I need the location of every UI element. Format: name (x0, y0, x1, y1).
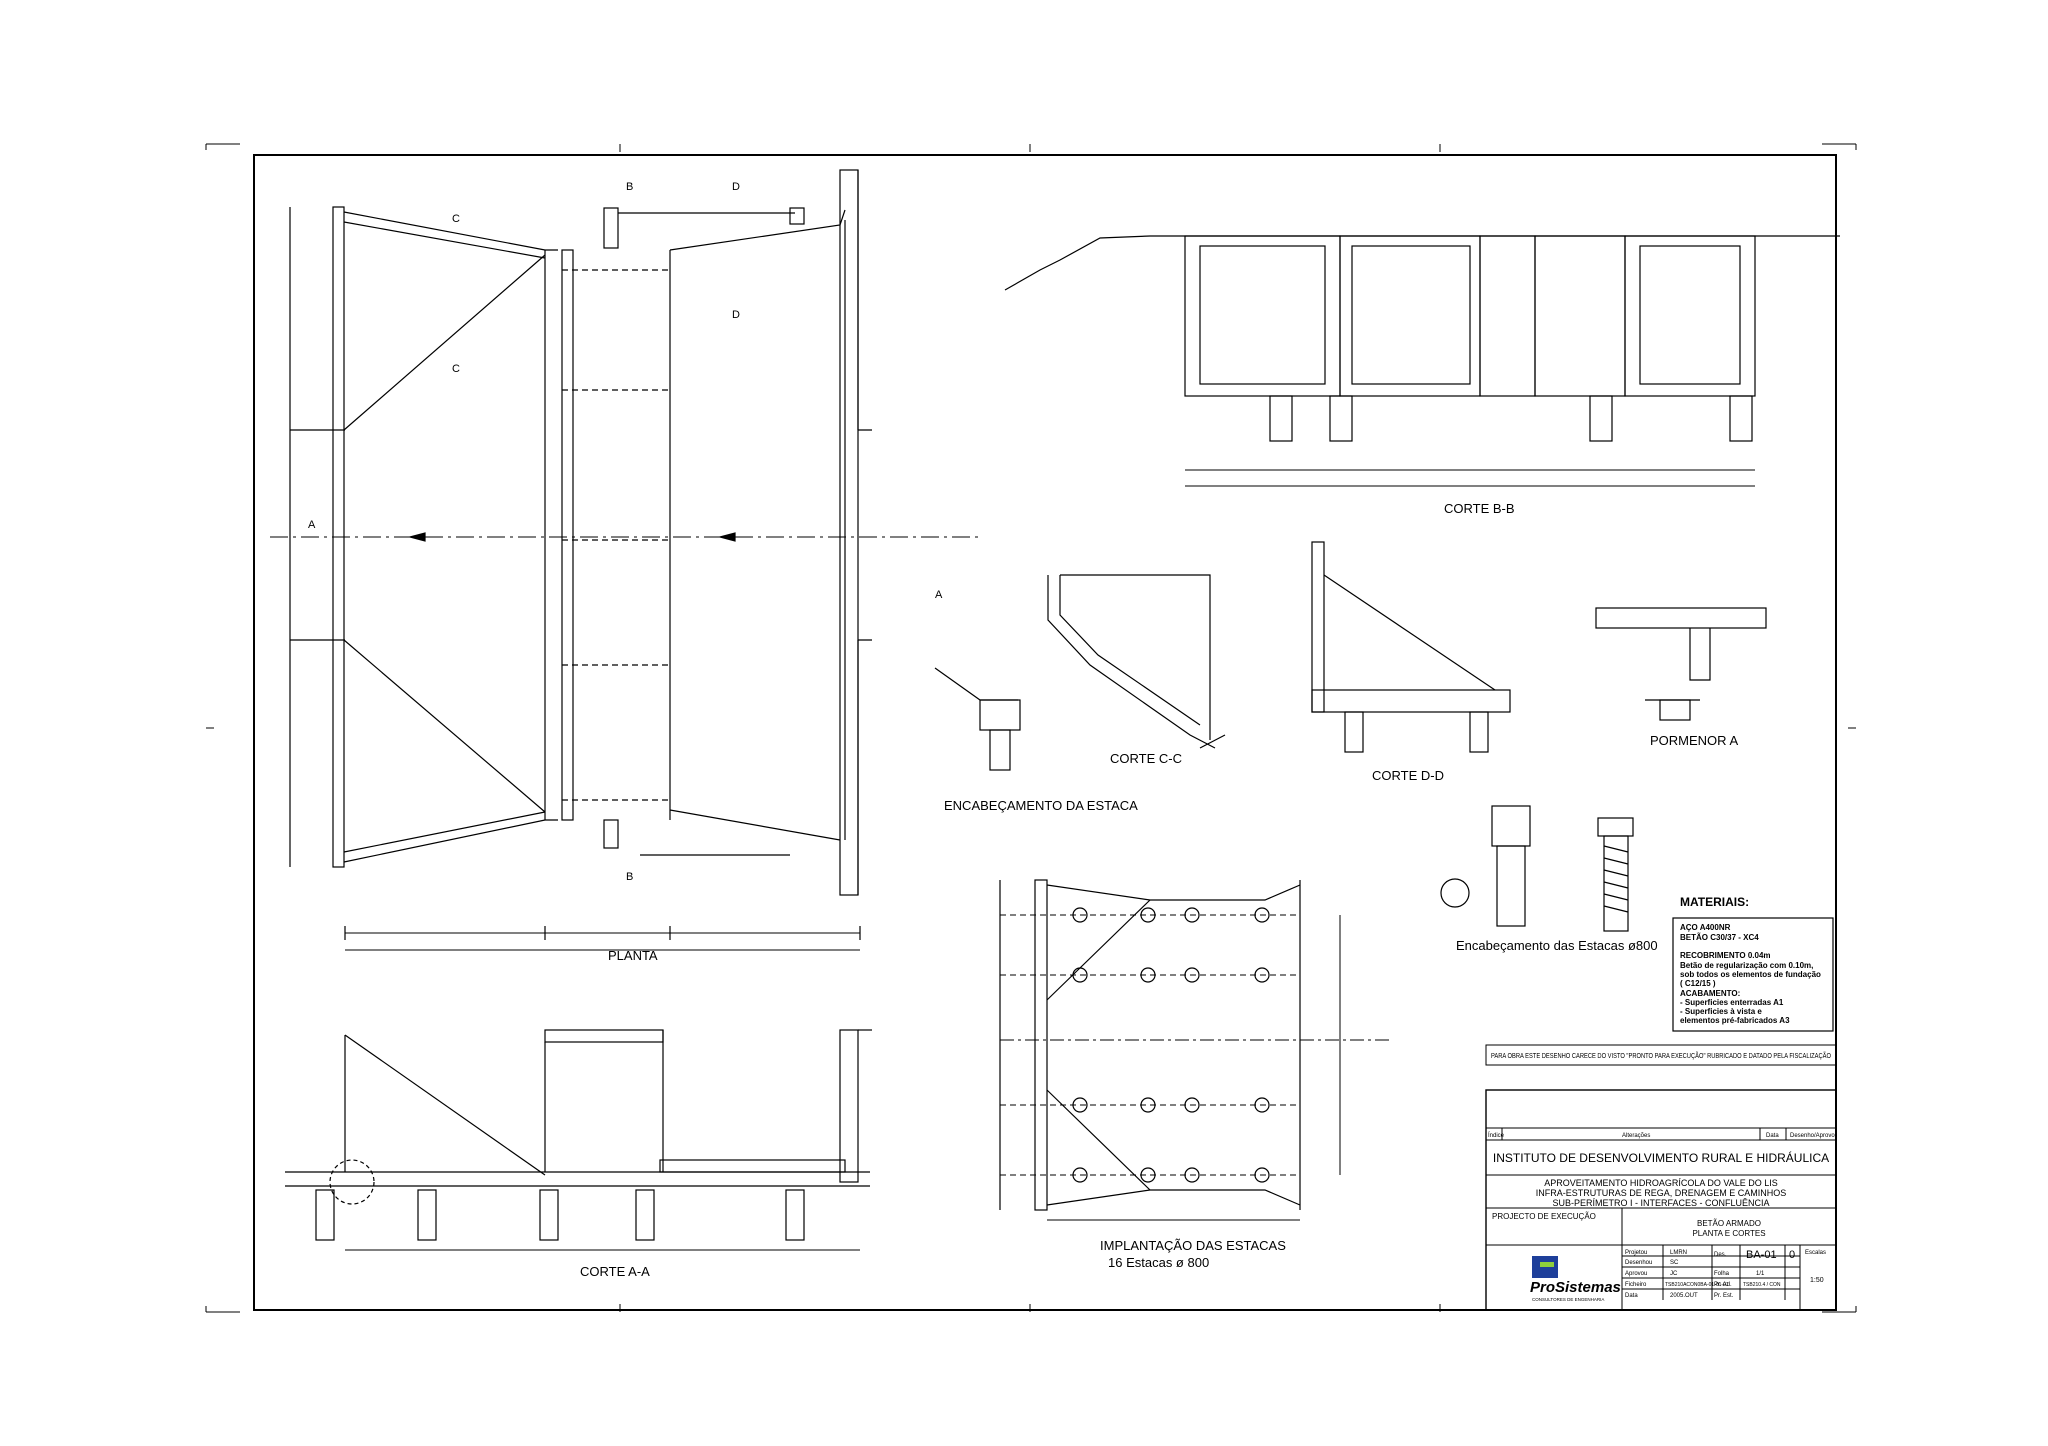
materials-line: AÇO A400NR (1680, 923, 1731, 932)
materials-line: BETÃO C30/37 - XC4 (1680, 933, 1759, 942)
pile-circles (1072, 907, 1270, 1183)
field-value: LMRN (1670, 1250, 1687, 1256)
pile-circle (1254, 1097, 1270, 1113)
encabecamento-estacas-detail (1440, 805, 1634, 932)
pile-circle (1140, 1097, 1156, 1113)
pile-circle (1184, 1167, 1200, 1183)
caption-corte-aa: CORTE A-A (580, 1264, 650, 1279)
field-key: Ficheiro (1625, 1282, 1647, 1288)
side-field-value: TSB210.4 / CON (1743, 1282, 1781, 1288)
side-field-value: 1/1 (1756, 1271, 1765, 1277)
marker-a-left: A (308, 519, 316, 531)
rev-header-data: Data (1766, 1133, 1779, 1139)
side-field-key: Pr. Est. (1714, 1293, 1734, 1299)
prosistemas-logo: ProSistemas (1530, 1279, 1621, 1296)
caption-pormenor-a: PORMENOR A (1650, 733, 1738, 748)
scale-label: Escalas (1805, 1250, 1826, 1256)
caption-encabecamento-estacas: Encabeçamento das Estacas ø800 (1456, 938, 1658, 953)
institute-name: INSTITUTO DE DESENVOLVIMENTO RURAL E HID… (1493, 1150, 1829, 1165)
encabecamento-estaca-detail (934, 667, 1021, 771)
materials-line: sob todos os elementos de fundação (1680, 970, 1821, 979)
caption-implantacao-sub: 16 Estacas ø 800 (1108, 1255, 1209, 1270)
drawing-title-1: BETÃO ARMADO (1697, 1219, 1761, 1228)
materials-line: - Superficies enterradas A1 (1680, 998, 1784, 1007)
marker-d-top: D (732, 181, 740, 193)
title-block (1485, 1089, 1837, 1311)
field-value: JC (1670, 1271, 1678, 1277)
field-key: Data (1625, 1293, 1638, 1299)
corte-bb-section (1004, 235, 1840, 487)
materials-block: MATERIAIS: AÇO A400NR BETÃO C30/37 - XC4… (1672, 895, 1834, 1032)
field-value: TSB210ACON0BA-01-01-01 (1665, 1282, 1729, 1288)
rev-header-indice: Índice (1488, 1132, 1505, 1139)
caption-encabecamento-estaca: ENCABEÇAMENTO DA ESTACA (944, 798, 1138, 813)
section-markers: B B C C D D A A (308, 181, 943, 883)
side-field-key: Pr. Ad. (1714, 1282, 1732, 1288)
pile-circle (1140, 1167, 1156, 1183)
drawing-title-2: PLANTA E CORTES (1692, 1229, 1765, 1238)
field-value: SC (1670, 1260, 1679, 1266)
materials-line: ( C12/15 ) (1680, 979, 1716, 988)
materials-line: - Superficies à vista e (1680, 1007, 1762, 1016)
revision-number: 0 (1789, 1249, 1795, 1261)
marker-a-right: A (935, 589, 943, 601)
pile-circle (1072, 1167, 1088, 1183)
approval-notice: PARA OBRA ESTE DESENHO CARECE DO VISTO "… (1485, 1044, 1837, 1066)
materials-line: elementos pré-fabricados A3 (1680, 1016, 1790, 1025)
phase-label: PROJECTO DE EXECUÇÃO (1492, 1212, 1596, 1221)
marker-b-bottom: B (626, 871, 633, 883)
scale-value: 1:50 (1810, 1277, 1824, 1284)
caption-planta: PLANTA (608, 948, 658, 963)
side-field-key: Des. (1714, 1252, 1727, 1258)
project-line-2: INFRA-ESTRUTURAS DE REGA, DRENAGEM E CAM… (1536, 1188, 1787, 1198)
pile-circle (1254, 967, 1270, 983)
planta-plan-view (270, 169, 980, 951)
marker-c-top: C (452, 213, 460, 225)
caption-corte-dd: CORTE D-D (1372, 768, 1444, 783)
pile-circle (1072, 1097, 1088, 1113)
project-line-3: SUB-PERÍMETRO I - INTERFACES - CONFLUÊNC… (1552, 1198, 1769, 1208)
pile-circle (1254, 1167, 1270, 1183)
project-line-1: APROVEITAMENTO HIDROAGRÍCOLA DO VALE DO … (1544, 1178, 1778, 1188)
prosistemas-logo-sub: CONSULTORES DE ENGENHARIA (1532, 1297, 1604, 1302)
rev-header-alteracoes: Alterações (1622, 1133, 1650, 1139)
title-block-text: Índice Alterações Data Desenho/Aprovo IN… (1488, 1132, 1835, 1302)
marker-b-top: B (626, 181, 633, 193)
corte-dd-section (1311, 541, 1511, 753)
pile-circle (1140, 967, 1156, 983)
field-value: 2005.OUT (1670, 1293, 1698, 1299)
pile-circle (1254, 907, 1270, 923)
materials-line: RECOBRIMENTO 0.04m (1680, 951, 1771, 960)
pile-circle (1184, 907, 1200, 923)
corte-cc-section (1047, 574, 1226, 749)
marker-c-mid: C (452, 363, 460, 375)
side-field-key: Folha (1714, 1271, 1730, 1277)
pormenor-a-detail (1595, 607, 1767, 721)
caption-corte-bb: CORTE B-B (1444, 501, 1515, 516)
pile-circle (1072, 907, 1088, 923)
field-key: Projetou (1625, 1250, 1647, 1256)
materials-line: ACABAMENTO: (1680, 989, 1740, 998)
field-key: Desenhou (1625, 1260, 1652, 1266)
pile-circle (1072, 967, 1088, 983)
marker-d-mid: D (732, 309, 740, 321)
rev-header-desenho: Desenho/Aprovo (1790, 1133, 1835, 1139)
field-key: Aprovou (1625, 1271, 1647, 1277)
pile-circle (1184, 1097, 1200, 1113)
pile-circle (1184, 967, 1200, 983)
notice-text: PARA OBRA ESTE DESENHO CARECE DO VISTO "… (1491, 1051, 1831, 1060)
caption-corte-cc: CORTE C-C (1110, 751, 1182, 766)
implantacao-estacas-plan (999, 879, 1390, 1221)
sheet-frame (205, 143, 1857, 1313)
caption-implantacao-title: IMPLANTAÇÃO DAS ESTACAS (1100, 1238, 1286, 1253)
corte-aa-section (285, 1029, 872, 1251)
materials-line: Betão de regularização com 0.10m, (1680, 961, 1813, 970)
pile-circle (1140, 907, 1156, 923)
drawing-number: BA-01 (1746, 1249, 1777, 1261)
materials-heading: MATERIAIS: (1680, 895, 1749, 909)
